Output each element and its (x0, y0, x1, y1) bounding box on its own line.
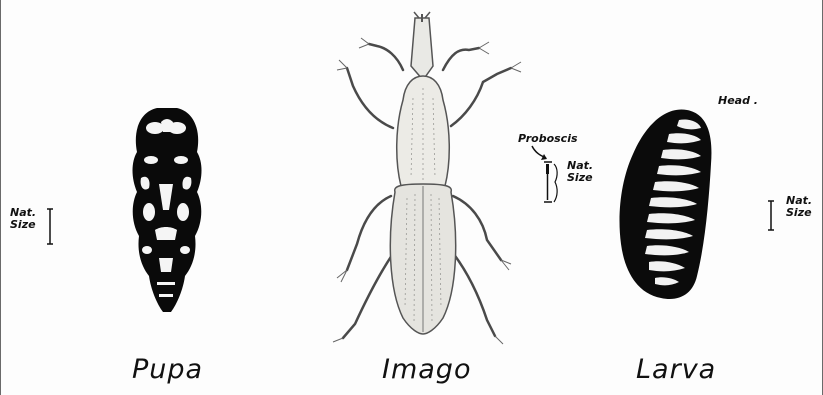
larva-scale-label: Nat. Size (786, 195, 812, 219)
pupa-illustration (119, 100, 214, 320)
larva-illustration (609, 104, 729, 304)
imago-scale-size: Size (567, 172, 593, 184)
imago-scale-label: Nat. Size (567, 160, 593, 184)
pupa-caption: Pupa (132, 354, 203, 385)
larva-scale-size: Size (786, 207, 812, 219)
larva-scale-bar (766, 199, 776, 233)
imago-caption: Imago (382, 354, 471, 385)
pupa-scale-bar (45, 207, 55, 247)
imago-illustration (311, 8, 531, 348)
larva-caption: Larva (636, 354, 716, 385)
pupa-scale-size: Size (10, 219, 36, 231)
larva-head-label: Head . (718, 95, 758, 107)
proboscis-pointer (528, 144, 560, 208)
pupa-scale-label: Nat. Size (10, 207, 36, 231)
